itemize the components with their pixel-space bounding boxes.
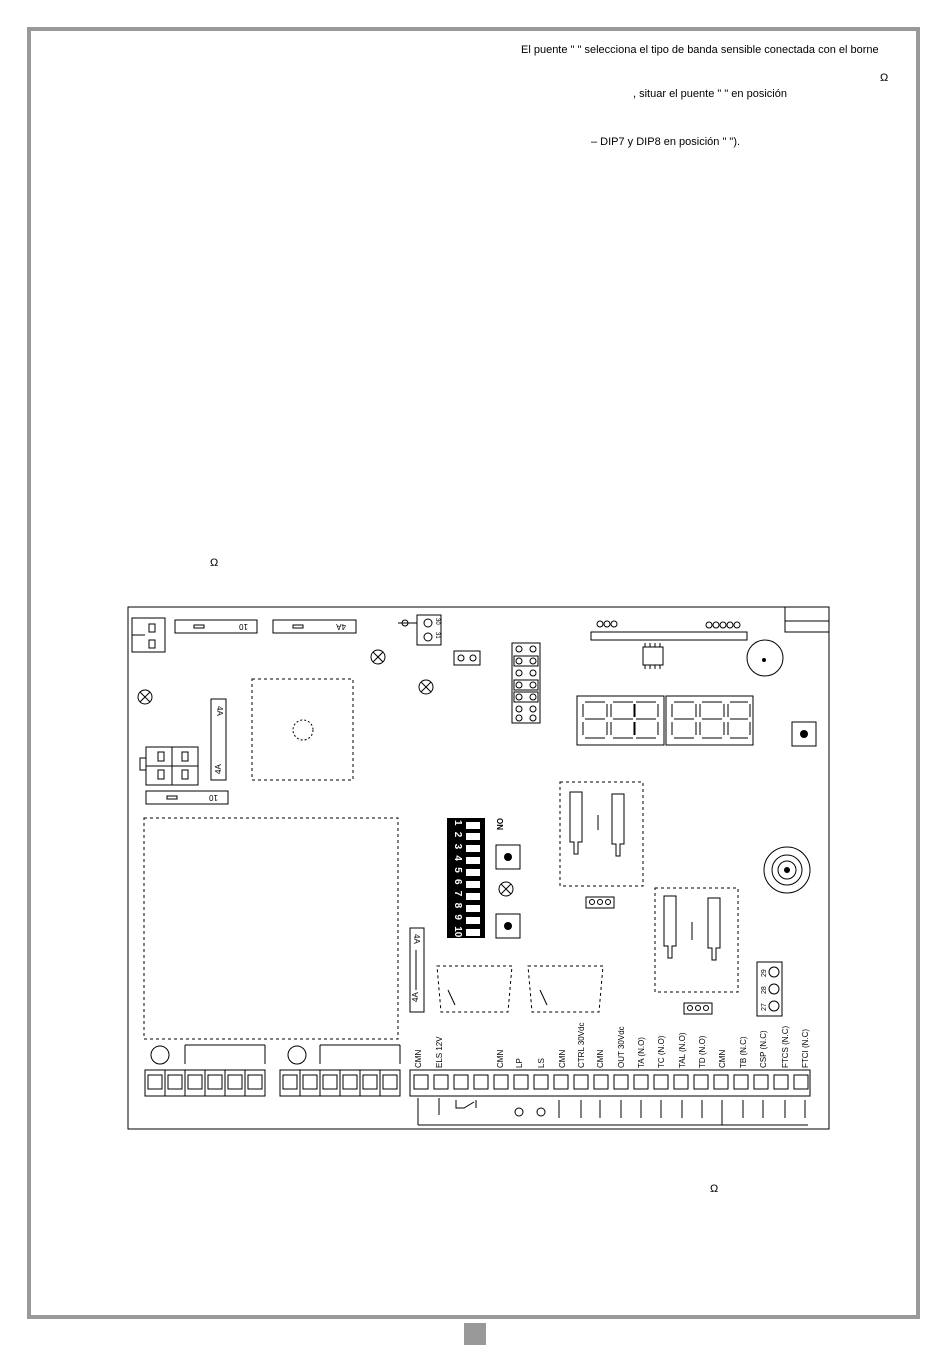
omega-symbol-1: Ω <box>880 72 889 84</box>
terminal-label: OUT 30Vdc <box>617 1026 626 1068</box>
terminal-screw <box>753 1074 769 1090</box>
pin-header <box>511 642 541 724</box>
terminal-label: TC (N.O) <box>657 1035 666 1068</box>
jumper-3pin-1 <box>585 896 615 909</box>
page-number-tab <box>464 1323 486 1345</box>
main-terminal-strip <box>409 1069 811 1097</box>
text-line-1: El puente " " selecciona el tipo de band… <box>521 44 879 56</box>
dip-number: 2 <box>452 832 463 838</box>
terminal-screw <box>413 1074 429 1090</box>
terminal-block-27-29 <box>756 961 783 1017</box>
fuse-4a-vertical <box>210 698 227 781</box>
dip-number: 5 <box>452 867 463 873</box>
round-connector <box>763 846 811 894</box>
fuse-4a-vertical-2 <box>409 927 425 1013</box>
jumper-num-31: 31 <box>434 632 440 639</box>
dip-number: 6 <box>452 879 463 885</box>
terminal-screw <box>453 1074 469 1090</box>
terminal-label: TAL (N.O) <box>678 1032 687 1068</box>
display-left <box>576 695 665 746</box>
terminal-screw <box>673 1074 689 1090</box>
fuse-label-10a-top: 10 <box>239 622 248 631</box>
fuse-label-4a-top: 4A <box>336 622 346 631</box>
terminal-screw <box>613 1074 629 1090</box>
screw-icon <box>137 649 514 897</box>
terminal-screw <box>433 1074 449 1090</box>
dip-number: 7 <box>452 891 463 897</box>
terminal-screw <box>593 1074 609 1090</box>
terminal-label: CMN <box>414 1050 423 1068</box>
jumper-2pin <box>453 650 481 666</box>
display-right <box>665 695 754 746</box>
ic-chip <box>642 646 664 666</box>
terminal-screw <box>553 1074 569 1090</box>
text-line-2: , situar el puente " " en posición <box>633 88 787 100</box>
dip-number: 9 <box>452 914 463 920</box>
terminal-screw <box>693 1074 709 1090</box>
terminal-screw <box>733 1074 749 1090</box>
terminal-label: CMN <box>596 1050 605 1068</box>
radio-module-area <box>143 817 399 1040</box>
terminal-number: 27 <box>761 1003 768 1011</box>
dip-on-label: ON <box>495 818 504 830</box>
page-frame <box>27 27 920 1319</box>
board-corner-tab <box>784 606 830 633</box>
fuse-4a-top <box>272 619 357 634</box>
dip-number: 10 <box>452 926 463 938</box>
terminal-label: TD (N.O) <box>698 1035 707 1068</box>
dip-number: 1 <box>452 820 463 826</box>
terminal-label: LP <box>515 1058 524 1068</box>
text-line-3: – DIP7 y DIP8 en posición " "). <box>591 136 741 148</box>
terminal-screw <box>573 1074 589 1090</box>
terminal-label: CMN <box>718 1050 727 1068</box>
fuse-label-4a-2-top: 4A <box>412 934 421 944</box>
fuse-label-4a-vert-top: 4A <box>215 706 224 716</box>
card-slot-2 <box>654 887 739 993</box>
fuse-label-10a-bottom: 10 <box>209 793 218 802</box>
fuse-label-4a-2-bottom: 4A <box>411 992 420 1002</box>
terminal-screw <box>633 1074 649 1090</box>
dip-number: 8 <box>452 903 463 909</box>
omega-symbol-3: Ω <box>710 1183 719 1195</box>
terminal-label: TA (N.O) <box>637 1037 646 1068</box>
dip-number: 3 <box>452 844 463 850</box>
terminal-screw <box>793 1074 809 1090</box>
terminal-screw <box>513 1074 529 1090</box>
terminal-label: CMN <box>558 1050 567 1068</box>
programming-header <box>590 631 748 641</box>
terminal-label: FTCS (N.C) <box>781 1025 790 1068</box>
terminal-screw <box>533 1074 549 1090</box>
push-button-1 <box>495 844 521 870</box>
jumper-3pin-2 <box>683 1002 713 1015</box>
jumper-num-30: 30 <box>434 618 440 625</box>
terminal-label: CSP (N.C) <box>759 1030 768 1068</box>
terminal-screw <box>493 1074 509 1090</box>
terminal-number: 29 <box>761 969 768 977</box>
terminal-number: 28 <box>761 986 768 994</box>
terminal-label: CMN <box>496 1050 505 1068</box>
fuse-label-4a-vert-bottom: 4A <box>214 764 223 774</box>
push-button-right <box>791 721 817 747</box>
terminal-label: TB (N.C) <box>739 1036 748 1068</box>
omega-symbol-2: Ω <box>210 557 219 569</box>
terminal-screw <box>473 1074 489 1090</box>
dip-number: 4 <box>452 855 463 861</box>
terminal-label: CTRL 30Vdc <box>577 1023 586 1069</box>
terminal-label: ELS 12V <box>435 1036 444 1068</box>
terminal-label: FTCI (N.C) <box>801 1029 810 1068</box>
buzzer <box>746 639 784 677</box>
terminal-screw <box>713 1074 729 1090</box>
push-button-2 <box>495 913 521 939</box>
terminal-screw <box>653 1074 669 1090</box>
transformer-area <box>251 678 354 781</box>
fuse-10a-top <box>174 619 258 634</box>
terminal-screw <box>773 1074 789 1090</box>
terminal-label: LS <box>537 1058 546 1068</box>
fuse-10a-bottom <box>145 790 229 805</box>
antenna-terminal <box>416 614 442 646</box>
card-slot-1 <box>559 781 644 887</box>
